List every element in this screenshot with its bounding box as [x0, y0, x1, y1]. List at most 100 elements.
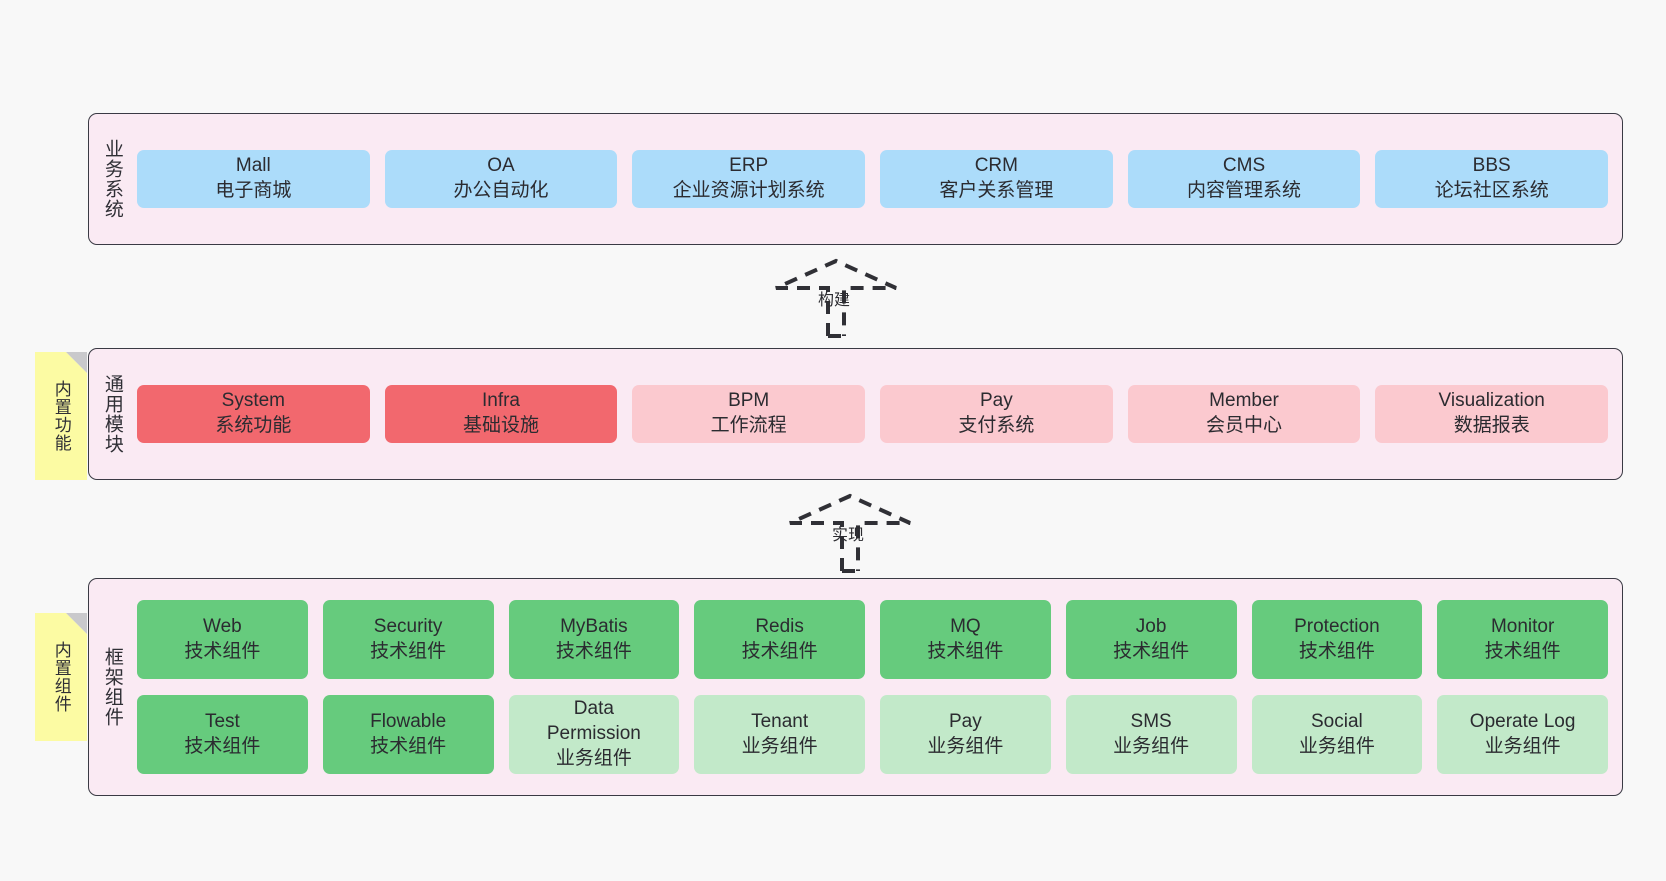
connector-implement: 实现: [770, 493, 930, 583]
card-sms[interactable]: SMS 业务组件: [1065, 695, 1237, 774]
card-member[interactable]: Member 会员中心: [1127, 385, 1361, 443]
dashed-generalization-arrow-icon: [789, 493, 911, 573]
connector-build: 构建: [756, 258, 916, 348]
card-tenant[interactable]: Tenant 业务组件: [694, 695, 865, 774]
card-mall[interactable]: Mall 电子商城: [137, 150, 370, 208]
card-title: Tenant: [751, 710, 809, 732]
card-subtitle: 客户关系管理: [939, 180, 1054, 201]
card-flowable[interactable]: Flowable 技术组件: [322, 695, 494, 774]
card-row: Test 技术组件 Flowable 技术组件 Data Permission …: [137, 695, 1608, 774]
section-business-system: 业务系统 Mall 电子商城 OA 办公自动化 ERP 企业资源计划系统 CRM…: [88, 113, 1623, 245]
card-infra[interactable]: Infra 基础设施: [384, 385, 618, 443]
card-title: Flowable: [370, 710, 447, 732]
sticky-note-label: 内置功能: [51, 380, 71, 452]
card-subtitle: 工作流程: [710, 415, 787, 436]
card-title: Redis: [755, 615, 804, 637]
card-subtitle: 技术组件: [1484, 640, 1561, 662]
card-title: Pay: [949, 710, 982, 732]
card-subtitle: 技术组件: [1298, 640, 1375, 662]
sticky-fold-corner-icon: [66, 613, 87, 634]
card-bpm[interactable]: BPM 工作流程: [632, 385, 866, 443]
card-subtitle: 业务组件: [741, 735, 818, 757]
section-body-business-system: Mall 电子商城 OA 办公自动化 ERP 企业资源计划系统 CRM 客户关系…: [135, 114, 1622, 244]
card-erp[interactable]: ERP 企业资源计划系统: [632, 150, 866, 208]
card-title: Security: [373, 615, 443, 637]
card-mq[interactable]: MQ 技术组件: [880, 600, 1051, 679]
card-title: Test: [204, 710, 240, 732]
dashed-generalization-arrow-icon: [775, 258, 897, 338]
card-subtitle: 支付系统: [958, 415, 1035, 436]
card-social[interactable]: Social 业务组件: [1251, 695, 1423, 774]
card-subtitle: 基础设施: [463, 415, 540, 436]
card-title: MyBatis: [560, 615, 628, 637]
section-body-common-module: System 系统功能 Infra 基础设施 BPM 工作流程 Pay 支付系统…: [135, 349, 1622, 479]
card-pay-business[interactable]: Pay 业务组件: [880, 695, 1051, 774]
card-subtitle: 技术组件: [927, 640, 1004, 662]
card-row: Mall 电子商城 OA 办公自动化 ERP 企业资源计划系统 CRM 客户关系…: [137, 150, 1609, 208]
card-title: Mall: [235, 155, 271, 177]
card-subtitle: 技术组件: [370, 735, 447, 757]
card-test[interactable]: Test 技术组件: [137, 695, 308, 774]
card-cms[interactable]: CMS 内容管理系统: [1127, 150, 1361, 208]
card-title: Web: [203, 615, 242, 637]
card-subtitle: 会员中心: [1206, 415, 1283, 436]
section-label-framework-component: 框架组件: [101, 647, 123, 727]
card-subtitle: 数据报表: [1453, 415, 1530, 436]
card-title: Operate Log: [1469, 710, 1576, 732]
card-row: Web 技术组件 Security 技术组件 MyBatis 技术组件 Redi…: [137, 600, 1608, 679]
card-subtitle: 技术组件: [1113, 640, 1190, 662]
section-common-module: 通用模块 System 系统功能 Infra 基础设施 BPM 工作流程 Pay…: [88, 348, 1623, 480]
card-subtitle: 业务组件: [555, 747, 632, 769]
card-title: Member: [1209, 390, 1279, 412]
card-monitor[interactable]: Monitor 技术组件: [1437, 600, 1608, 679]
section-body-framework-component: Web 技术组件 Security 技术组件 MyBatis 技术组件 Redi…: [135, 579, 1622, 795]
card-title: CMS: [1222, 155, 1266, 177]
card-subtitle: 业务组件: [927, 735, 1004, 757]
section-label-business-system: 业务系统: [101, 139, 123, 219]
sticky-note-builtin-components: 内置组件: [35, 613, 87, 741]
card-bbs[interactable]: BBS 论坛社区系统: [1375, 150, 1609, 208]
card-subtitle: 技术组件: [370, 640, 447, 662]
card-title: Infra: [481, 390, 521, 412]
card-job[interactable]: Job 技术组件: [1065, 600, 1237, 679]
card-title: OA: [487, 155, 515, 177]
card-title: Visualization: [1438, 390, 1545, 412]
card-web[interactable]: Web 技术组件: [137, 600, 308, 679]
card-redis[interactable]: Redis 技术组件: [694, 600, 865, 679]
card-protection[interactable]: Protection 技术组件: [1251, 600, 1423, 679]
card-data-permission[interactable]: Data Permission 业务组件: [508, 695, 680, 774]
card-pay[interactable]: Pay 支付系统: [880, 385, 1113, 443]
card-title: Data Permission: [546, 698, 641, 745]
card-subtitle: 业务组件: [1298, 735, 1375, 757]
card-title: System: [221, 390, 286, 412]
card-visualization[interactable]: Visualization 数据报表: [1375, 385, 1609, 443]
card-subtitle: 业务组件: [1113, 735, 1190, 757]
card-subtitle: 技术组件: [184, 640, 261, 662]
card-title: BPM: [728, 390, 770, 412]
card-title: Protection: [1294, 615, 1380, 637]
card-title: MQ: [950, 615, 981, 637]
section-framework-component: 框架组件 Web 技术组件 Security 技术组件 MyBatis 技术组件…: [88, 578, 1623, 796]
card-title: Pay: [979, 390, 1013, 412]
section-label-common-module: 通用模块: [101, 374, 123, 454]
card-title: Job: [1135, 615, 1167, 637]
card-subtitle: 技术组件: [555, 640, 632, 662]
card-title: Monitor: [1490, 615, 1555, 637]
card-system[interactable]: System 系统功能: [137, 385, 370, 443]
card-oa[interactable]: OA 办公自动化: [384, 150, 618, 208]
card-row: System 系统功能 Infra 基础设施 BPM 工作流程 Pay 支付系统…: [137, 385, 1609, 443]
sticky-fold-corner-icon: [66, 352, 87, 373]
card-subtitle: 业务组件: [1484, 735, 1561, 757]
card-subtitle: 企业资源计划系统: [672, 180, 825, 201]
card-title: CRM: [974, 155, 1018, 177]
card-security[interactable]: Security 技术组件: [322, 600, 494, 679]
card-title: BBS: [1472, 155, 1511, 177]
card-crm[interactable]: CRM 客户关系管理: [880, 150, 1113, 208]
card-subtitle: 技术组件: [741, 640, 818, 662]
card-subtitle: 技术组件: [184, 735, 261, 757]
card-mybatis[interactable]: MyBatis 技术组件: [508, 600, 680, 679]
card-subtitle: 电子商城: [215, 180, 292, 201]
card-operate-log[interactable]: Operate Log 业务组件: [1437, 695, 1608, 774]
card-subtitle: 内容管理系统: [1187, 180, 1302, 201]
